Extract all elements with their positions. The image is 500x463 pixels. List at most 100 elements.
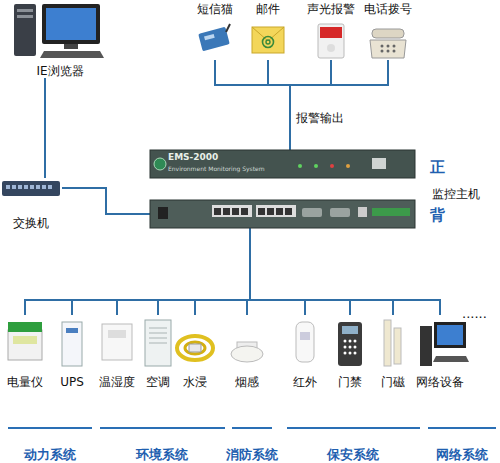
host-back-panel	[256, 205, 296, 217]
node-text: 水浸	[183, 375, 207, 389]
air-conditioner-icon	[145, 320, 171, 366]
system-label: 保安系统	[327, 446, 379, 463]
bus-wire	[250, 228, 305, 315]
ups-icon	[62, 322, 82, 366]
power-meter-icon	[8, 330, 42, 360]
node-text: 门磁	[381, 375, 405, 389]
access-control-icon	[349, 346, 352, 349]
telephone-icon	[387, 45, 390, 48]
annotation-label: 报警输出	[296, 110, 344, 127]
device-node: 电量仪	[3, 315, 47, 389]
device-node: IE浏览器	[10, 0, 110, 78]
access-control-icon	[354, 346, 357, 349]
system-label: 动力系统	[24, 446, 76, 463]
telephone-icon	[381, 50, 384, 53]
door-contact-icon	[394, 328, 401, 364]
device-node: 烟感	[227, 315, 267, 389]
device-node: 电话拨号	[362, 2, 414, 60]
host-front-panel	[314, 164, 318, 168]
access-control-icon	[344, 352, 347, 355]
node-text: 正	[430, 158, 445, 176]
node-text: IE浏览器	[36, 64, 83, 78]
host-front-panel	[298, 164, 302, 168]
telephone-icon	[370, 40, 406, 58]
group-underline	[100, 427, 225, 429]
access-control-icon	[354, 340, 357, 343]
device-node: 交换机	[0, 178, 62, 230]
ups-icon	[62, 322, 82, 366]
alarm-icon	[327, 44, 335, 52]
power-meter-icon	[8, 322, 42, 332]
computer-icon	[64, 44, 78, 49]
air-conditioner-icon	[149, 343, 167, 344]
device-node: 门磁	[375, 315, 411, 389]
access-control-icon	[338, 322, 362, 366]
air-conditioner-icon	[149, 333, 167, 334]
device-node: 网络设备	[414, 315, 466, 389]
device-node: 红外	[287, 315, 323, 389]
computer-icon	[40, 51, 104, 58]
bus-wire	[44, 78, 46, 178]
computer-icon	[14, 4, 104, 58]
alarm-icon	[320, 27, 342, 38]
node-text: 网络设备	[416, 375, 464, 389]
switch-icon	[30, 185, 34, 189]
infrared-icon	[296, 322, 314, 362]
switch-icon	[6, 185, 10, 189]
host-back-panel	[258, 208, 265, 215]
host-panel: 背	[150, 200, 415, 228]
node-text: EMS-2000	[168, 152, 218, 163]
mail-icon	[263, 37, 274, 48]
host-back-panel	[276, 208, 283, 215]
bus-wire	[268, 60, 290, 150]
host-back-panel	[214, 208, 221, 215]
bus-wire	[117, 228, 250, 315]
host-panel: EMS-2000Environment Monitoring System正	[150, 150, 415, 178]
computer-icon	[46, 8, 96, 40]
switch-icon	[18, 185, 22, 189]
switch-icon	[42, 185, 46, 189]
switch-icon	[48, 185, 52, 189]
device-node: UPS	[54, 315, 90, 389]
system-label: 消防系统	[226, 446, 278, 463]
node-text: Environment Monitoring System	[168, 165, 265, 173]
bus-wire	[72, 228, 250, 315]
bus-wire	[290, 60, 388, 150]
node-text: 电量仪	[7, 375, 43, 389]
annotation-label: ......	[462, 306, 487, 321]
network-device-icon	[434, 322, 466, 348]
network-device-icon	[437, 325, 463, 345]
host-front-panel	[150, 150, 415, 178]
node-text: 邮件	[256, 2, 280, 16]
air-conditioner-icon	[149, 338, 167, 339]
device-node: 门禁	[332, 315, 368, 389]
bus-wire	[250, 228, 440, 315]
access-control-icon	[342, 326, 358, 334]
device-node: 声光报警	[304, 2, 358, 60]
bus-wire	[215, 60, 290, 150]
sms-modem-icon	[198, 27, 230, 52]
system-label: 网络系统	[436, 446, 488, 463]
bus-wire	[250, 228, 393, 315]
computer-icon	[17, 15, 33, 18]
host-front-panel	[330, 164, 334, 168]
node-text: 红外	[293, 375, 317, 389]
smoke-detector-icon	[231, 346, 263, 362]
host-back-panel	[302, 208, 322, 217]
node-text: 背	[430, 206, 445, 224]
sms-modem-icon	[204, 34, 215, 40]
node-text: UPS	[60, 375, 84, 389]
telephone-icon	[393, 45, 396, 48]
host-front-panel	[150, 150, 415, 178]
network-device-icon	[433, 356, 469, 362]
access-control-icon	[349, 340, 352, 343]
bus-wire	[195, 228, 250, 315]
group-underline	[287, 427, 420, 429]
telephone-icon	[387, 50, 390, 53]
annotation-label: 监控主机	[432, 186, 480, 203]
group-underline	[428, 427, 496, 429]
computer-icon	[17, 9, 33, 12]
host-back-panel	[150, 200, 415, 228]
host-back-panel	[158, 207, 168, 219]
group-underline	[8, 427, 92, 429]
